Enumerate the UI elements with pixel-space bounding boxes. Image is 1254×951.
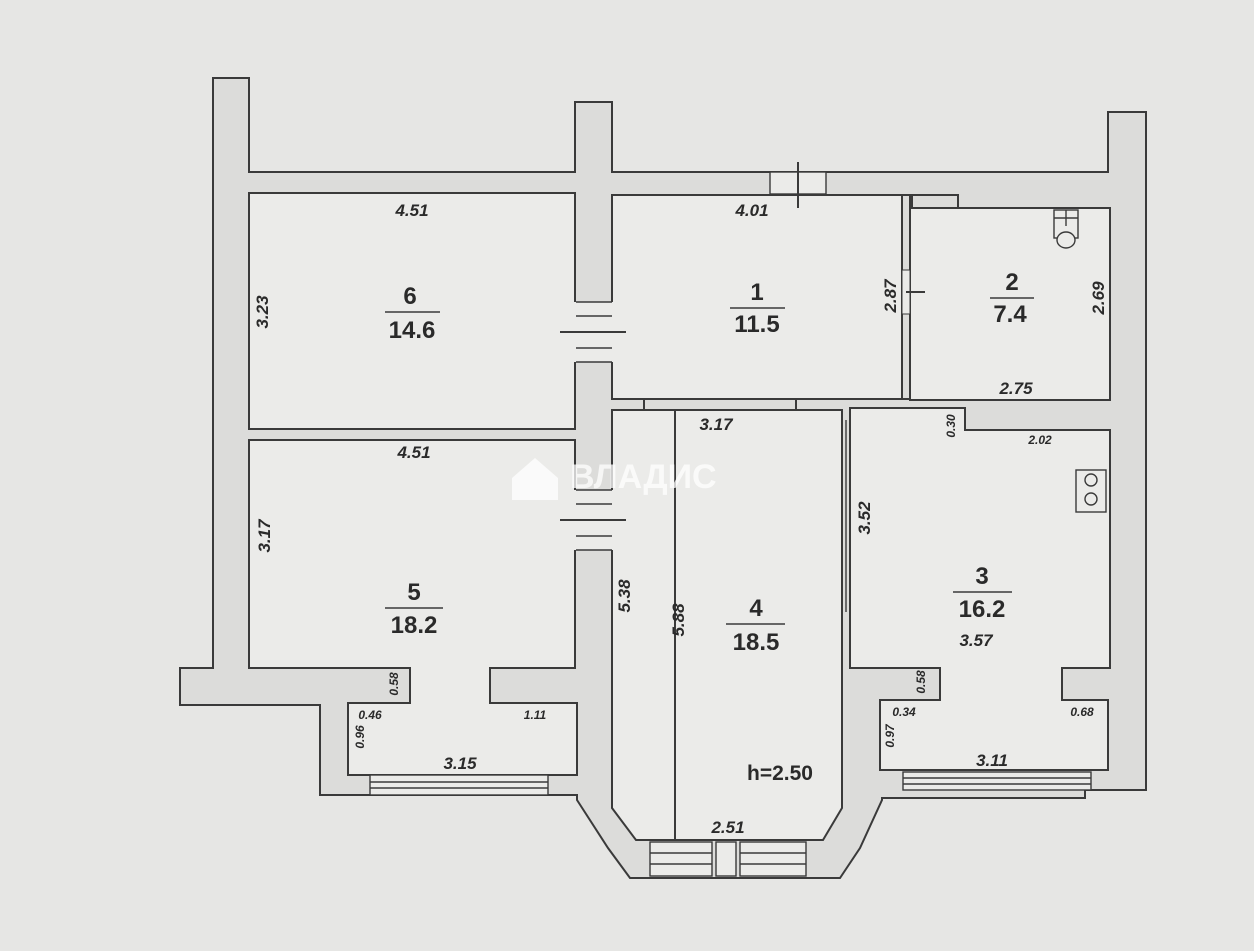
dim-r4-bottom: 2.51: [710, 818, 744, 837]
room-6: [248, 192, 576, 430]
dim-r3-top: 2.02: [1027, 433, 1052, 447]
dim-r3-bay-corner: 0.34: [892, 705, 916, 719]
niche-room-2: [911, 194, 959, 209]
room-3-area: 16.2: [959, 596, 1006, 623]
dim-r1-right: 2.87: [881, 278, 900, 314]
dim-r2-bottom: 2.75: [998, 379, 1033, 398]
room-4-number: 4: [749, 595, 763, 622]
window-room-1: [769, 162, 827, 208]
dim-r3-left: 3.52: [855, 501, 874, 535]
room-3-number: 3: [975, 563, 988, 590]
room-6-area: 14.6: [389, 317, 436, 344]
watermark-text: ВЛАДИС: [570, 458, 717, 496]
room-4: [611, 409, 843, 841]
dim-r1-top: 4.01: [734, 201, 768, 220]
watermark-logo-icon: [512, 458, 558, 500]
dim-r6-left: 3.23: [253, 295, 272, 329]
dim-r3-bay-right: 0.68: [1070, 705, 1094, 719]
room-5-number: 5: [407, 579, 420, 606]
stove-icon: [1075, 469, 1107, 513]
window-room-5: [369, 774, 549, 796]
dim-r5-bay-width: 3.15: [443, 754, 477, 773]
dim-r5-bay-right: 1.11: [524, 708, 547, 722]
door-5-4: [560, 489, 626, 551]
room-2: [909, 207, 1111, 401]
dim-r3-bay-left: 0.58: [914, 670, 928, 694]
room-4-area: 18.5: [733, 629, 780, 656]
dim-r4-top: 3.17: [699, 415, 734, 434]
dim-r6-top: 4.51: [394, 201, 428, 220]
dim-r5-bay-left: 0.58: [387, 672, 401, 696]
dim-r3-bay-depth: 0.97: [883, 723, 897, 748]
dim-r5-top: 4.51: [396, 443, 430, 462]
door-6-1: [560, 301, 626, 363]
room-1: [611, 194, 903, 400]
door-1-4: [643, 400, 797, 410]
room-2-area: 7.4: [993, 301, 1027, 328]
room-1-area: 11.5: [734, 311, 779, 338]
watermark: ВЛАДИС: [512, 458, 717, 500]
dim-r5-bay-depth: 0.96: [353, 725, 367, 749]
dim-r4-left: 5.38: [615, 579, 634, 613]
dim-r5-left: 3.17: [255, 518, 274, 553]
room-2-number: 2: [1005, 269, 1018, 296]
ceiling-height: h=2.50: [747, 762, 813, 785]
dim-r2-right: 2.69: [1089, 281, 1108, 316]
room-5-area: 18.2: [391, 612, 438, 639]
door-1-2: [901, 269, 925, 315]
room-6-number: 6: [403, 283, 416, 310]
room-3: [849, 407, 1111, 771]
toilet-icon: [1053, 209, 1079, 249]
dim-r3-width: 3.57: [959, 631, 994, 650]
room-1-number: 1: [750, 279, 763, 306]
dim-r5-bay-corner: 0.46: [358, 708, 382, 722]
dim-r4-inner: 5.88: [669, 603, 688, 637]
dim-r3-bay-width: 3.11: [976, 751, 1008, 770]
dim-r3-top-offset: 0.30: [944, 414, 958, 438]
window-room-3: [902, 771, 1092, 791]
window-room-4: [649, 841, 807, 877]
